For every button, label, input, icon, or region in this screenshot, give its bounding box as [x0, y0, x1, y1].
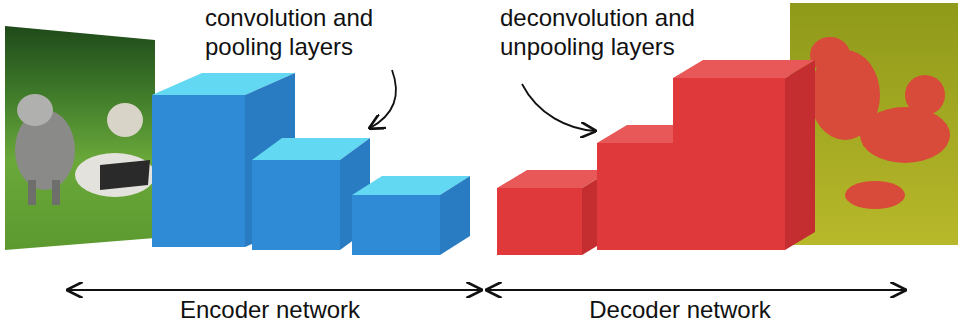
dog-mask — [845, 181, 905, 209]
callout-label-box: deconvolution and unpooling layers — [500, 4, 720, 62]
dog-leg — [52, 180, 60, 205]
output-segmentation — [790, 3, 958, 245]
span-arrow — [68, 289, 481, 291]
callout-label-box: convolution and pooling layers — [205, 4, 405, 62]
block-front — [673, 78, 785, 250]
photo-ground — [5, 26, 155, 250]
span-label-box: Decoder network — [530, 296, 830, 325]
span-label: Encoder network — [180, 296, 360, 325]
block-front — [252, 160, 340, 250]
block-front — [152, 95, 245, 247]
span-arrow — [487, 289, 905, 291]
segmentation-ground — [790, 3, 958, 245]
dog-mask — [810, 37, 850, 73]
dog-mask — [905, 75, 945, 115]
decoder-block — [497, 170, 612, 255]
callout-label: deconvolution and unpooling layers — [500, 4, 720, 62]
block-front — [352, 195, 440, 255]
decoder-block — [673, 60, 815, 250]
block-side — [785, 60, 815, 250]
span-label: Decoder network — [589, 296, 770, 325]
dog-harness — [100, 160, 150, 190]
leader-arrow — [370, 70, 396, 128]
block-side — [440, 176, 470, 255]
dog-figure — [75, 153, 155, 197]
block-front — [497, 188, 582, 255]
callout-label: convolution and pooling layers — [205, 4, 405, 62]
dog-mask — [860, 107, 950, 163]
dog-leg — [28, 180, 36, 205]
dog-head — [107, 103, 143, 137]
dog-head — [17, 94, 53, 126]
input-photo — [5, 26, 155, 250]
span-label-box: Encoder network — [120, 296, 420, 325]
encoder-block — [352, 176, 470, 255]
leader-arrow — [522, 84, 595, 131]
